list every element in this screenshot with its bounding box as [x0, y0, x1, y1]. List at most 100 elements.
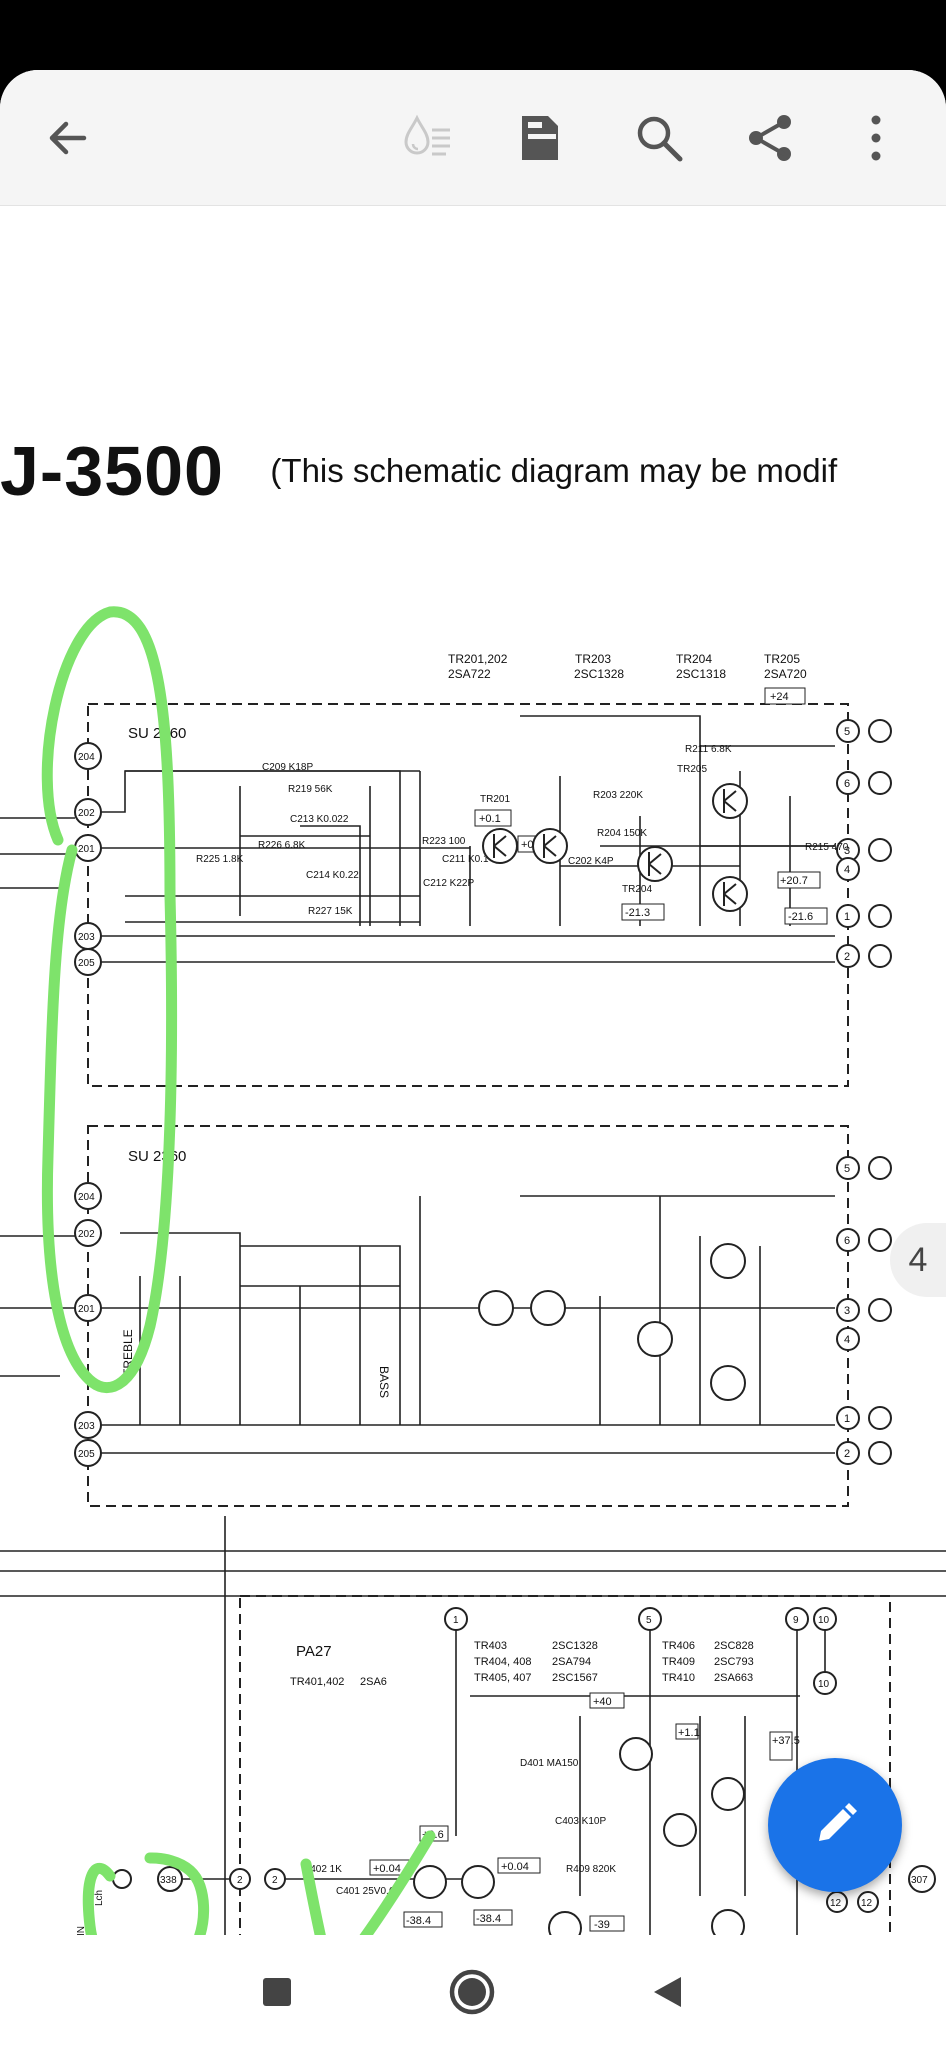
power-amp-label: PA27	[296, 1643, 332, 1660]
pa-label-r409: R409 820K	[566, 1864, 616, 1875]
search-icon	[637, 116, 683, 162]
document-mode-icon	[522, 116, 558, 160]
ink-drop-lines-icon	[404, 114, 450, 156]
terminal-6: 6	[844, 778, 850, 790]
pa-voltage-plus40: +40	[593, 1696, 612, 1708]
edit-fab[interactable]	[768, 1758, 902, 1892]
terminal-1: 1	[844, 911, 850, 923]
label-r219: R219 56K	[288, 784, 333, 795]
label-c214: C214 K0.22	[306, 870, 359, 881]
pa-header-tr409-part: 2SC793	[714, 1656, 754, 1668]
pa-label-c401: C401 25V0.68	[336, 1886, 400, 1897]
share-button[interactable]	[738, 106, 802, 170]
pa-header-tr406-part: 2SC828	[714, 1640, 754, 1652]
pa-header-tr409-ref: TR409	[662, 1656, 695, 1668]
heading-note: (This schematic diagram may be modif	[270, 452, 838, 489]
model-number: J-3500	[0, 432, 224, 510]
pa-header-tr410-ref: TR410	[662, 1672, 695, 1684]
label-r211: R211 6.8K	[685, 744, 732, 755]
home-circle-icon	[449, 1969, 495, 2015]
terminal-204: 204	[78, 752, 95, 763]
voltage-plus24: +24	[770, 691, 789, 703]
pa-terminal-5: 5	[646, 1615, 652, 1626]
terminal-203: 203	[78, 932, 95, 943]
header-tr201-ref: TR201,202	[448, 652, 508, 666]
search-button[interactable]	[627, 106, 691, 170]
home-button[interactable]	[437, 1957, 507, 2027]
lower-terminal-5: 5	[844, 1163, 850, 1175]
terminal-201: 201	[78, 844, 95, 855]
lower-terminal-202: 202	[78, 1229, 95, 1240]
terminal-205: 205	[78, 958, 95, 969]
lower-terminal-3: 3	[844, 1305, 850, 1317]
pa-voltage-plus004a: +0.04	[373, 1863, 401, 1875]
lower-terminal-6: 6	[844, 1235, 850, 1247]
label-tr204: TR205	[677, 764, 707, 775]
voltage-minus213: -21.3	[625, 907, 650, 919]
share-icon	[749, 115, 791, 161]
pa-voltage-plus11: +1.1	[678, 1727, 700, 1739]
label-tr203: TR204	[622, 884, 652, 895]
pa-header-tr401-ref: TR401,402	[290, 1676, 344, 1688]
pencil-edit-icon	[819, 1803, 857, 1841]
toolbar	[0, 70, 946, 206]
back-nav-button[interactable]	[632, 1957, 702, 2027]
label-r225: R225 1.8K	[196, 854, 244, 865]
pa-label-lch: Lch	[94, 1890, 105, 1906]
pa-label-c403: C403 K10P	[555, 1816, 606, 1827]
pa-header-tr401-part: 2SA6	[360, 1676, 387, 1688]
pa-voltage-plus375: +37.5	[772, 1735, 800, 1747]
terminal-202: 202	[78, 808, 95, 819]
reading-mode-button[interactable]	[508, 106, 572, 170]
pa-header-tr405-ref: TR405, 407	[474, 1672, 531, 1684]
handwritten-annotation	[41, 606, 436, 1935]
label-c201: R223 100	[422, 836, 466, 847]
pa-terminal-1: 1	[453, 1615, 459, 1626]
header-tr204-ref: TR204	[676, 652, 712, 666]
header-tr205-part: 2SA720	[764, 667, 807, 681]
label-bass: BASS	[377, 1366, 391, 1398]
label-tr201: TR201	[480, 794, 510, 805]
pa-header-tr403-ref: TR403	[474, 1640, 507, 1652]
label-r217: C202 K4P	[568, 856, 614, 867]
terminal-5: 5	[844, 726, 850, 738]
document-page[interactable]: J-3500 (This schematic diagram may be mo…	[0, 206, 946, 1935]
header-tr203-part: 2SC1328	[574, 667, 624, 681]
power-amp-board: PA27 TR403 2SC1328 TR404, 408 2SA794 TR4…	[0, 1516, 946, 1935]
upper-board-label: SU 2360	[128, 725, 186, 742]
header-tr203-ref: TR203	[575, 652, 611, 666]
label-r226: R226 6.8K	[258, 840, 306, 851]
pa-voltage-minus384a: -38.4	[406, 1915, 431, 1927]
lower-board-label: SU 2360	[128, 1148, 186, 1165]
label-c213: C213 K0.022	[290, 814, 349, 825]
pa-terminal-10b: 10	[818, 1679, 830, 1690]
more-options-button[interactable]	[856, 106, 896, 170]
recents-square-icon	[263, 1978, 291, 2006]
label-c202: R203 220K	[593, 790, 643, 801]
pa-header-tr403-part: 2SC1328	[552, 1640, 598, 1652]
lower-terminal-203: 203	[78, 1421, 95, 1432]
schematic-heading: J-3500 (This schematic diagram may be mo…	[0, 431, 837, 511]
pa-label-in: IN	[76, 1926, 87, 1935]
voltage-plus207: +20.7	[780, 875, 808, 887]
more-vert-icon	[871, 115, 881, 161]
lower-terminal-205: 205	[78, 1449, 95, 1460]
pa-voltage-minus39: -39	[594, 1919, 610, 1931]
pa-terminal-12b: 12	[861, 1898, 873, 1909]
voltage-minus216: -21.6	[788, 911, 813, 923]
label-c209: C209 K18P	[262, 762, 313, 773]
pa-terminal-9: 9	[793, 1615, 799, 1626]
status-bar	[0, 0, 946, 70]
pa-terminal-12a: 12	[830, 1898, 842, 1909]
pa-header-tr404-ref: TR404, 408	[474, 1656, 531, 1668]
pa-terminal-10a: 10	[818, 1615, 830, 1626]
terminal-2: 2	[844, 951, 850, 963]
pa-voltage-minus384b: -38.4	[476, 1913, 501, 1925]
recents-button[interactable]	[242, 1957, 312, 2027]
back-button[interactable]	[36, 106, 100, 170]
lower-terminal-204: 204	[78, 1192, 95, 1203]
ink-button[interactable]	[396, 106, 460, 170]
pa-header-tr410-part: 2SA663	[714, 1672, 753, 1684]
pa-label-r402: R402 1K	[303, 1864, 342, 1875]
pa-terminal-338: 338	[160, 1875, 177, 1886]
